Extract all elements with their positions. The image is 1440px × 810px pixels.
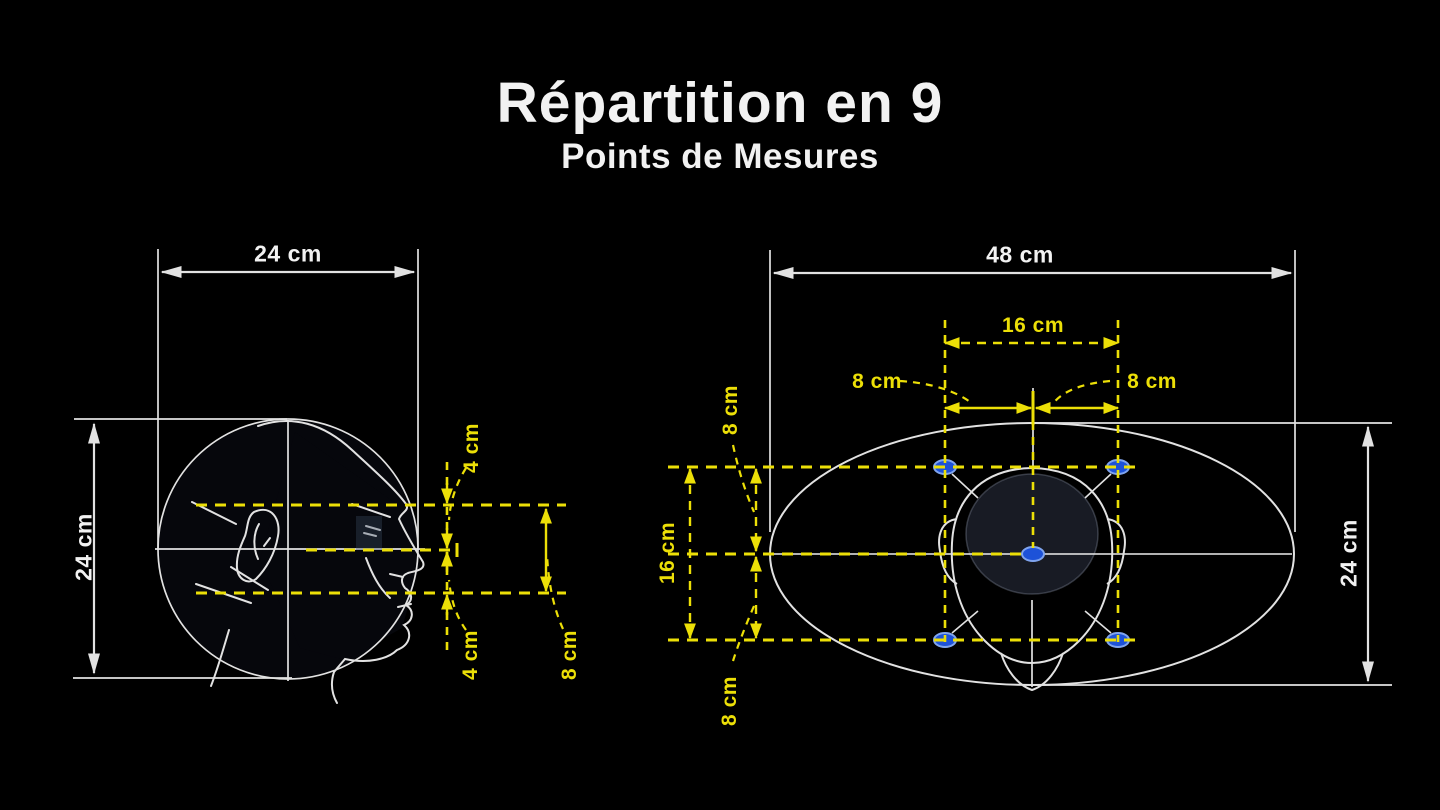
left-diagram-linework	[73, 249, 425, 704]
lower-segment-label: 4 cm	[459, 630, 482, 680]
measure-points	[933, 459, 1130, 648]
top-offset-label: 8 cm	[719, 385, 742, 435]
bottom-offset-label: 8 cm	[718, 676, 741, 726]
right-diagram-dimensions	[668, 320, 1140, 662]
page-title: Répartition en 9 Points de Mesures	[0, 71, 1440, 177]
inner-width-label: 16 cm	[1001, 314, 1065, 337]
total-segment-label: 8 cm	[558, 630, 581, 680]
right-half-label: 8 cm	[1127, 370, 1177, 393]
title-line-2: Points de Mesures	[561, 137, 879, 177]
inner-height-label: 16 cm	[656, 521, 679, 585]
left-diagram-dimensions	[196, 462, 566, 650]
upper-segment-label: 4 cm	[460, 423, 483, 473]
right-height-label: 24 cm	[1335, 519, 1362, 587]
right-top-width-label: 48 cm	[986, 241, 1054, 268]
measure-point	[1021, 546, 1045, 562]
left-height-label: 24 cm	[70, 513, 97, 581]
title-line-1: Répartition en 9	[496, 71, 944, 135]
left-top-width-label: 24 cm	[254, 240, 322, 267]
left-half-label: 8 cm	[852, 370, 902, 393]
right-diagram-linework	[769, 250, 1392, 692]
